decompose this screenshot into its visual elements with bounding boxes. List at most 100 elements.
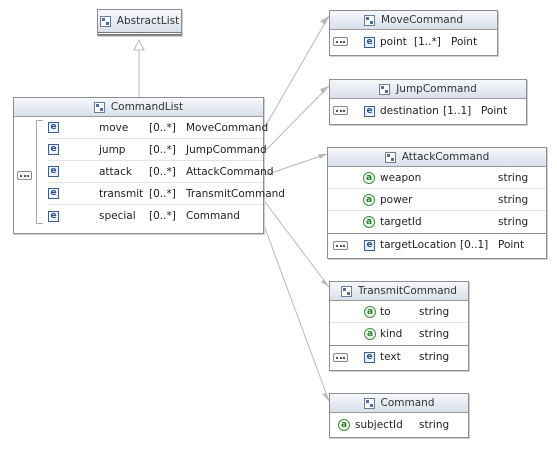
attribute-a-icon: a [363,171,375,184]
element-e-icon: e [364,36,375,48]
attribute-a-icon: a [363,216,375,228]
sequence-compositor-icon [333,106,348,115]
element-multiplicity: [0..*] [149,121,176,134]
jump-command-header[interactable]: JumpCommand [330,80,526,99]
connector-attack [261,153,328,177]
complex-type-icon [363,397,375,409]
element-e-icon: e [48,144,59,155]
attribute-type: string [498,193,529,206]
move-command-box[interactable]: MoveCommand e point [1..*] Point [329,10,498,56]
element-row-attack[interactable]: e attack [0..*] AttackCommand [48,161,274,183]
attribute-type: string [498,171,529,184]
command-box[interactable]: Command a subjectId string [329,393,469,438]
element-e-icon: e [364,351,375,363]
complex-type-icon [379,83,391,95]
element-row-special[interactable]: e special [0..*] Command [48,205,263,227]
attribute-name: power [380,193,413,206]
abstract-list-box[interactable]: AbstractList [97,9,182,36]
element-multiplicity: [0..*] [149,143,176,156]
move-command-header[interactable]: MoveCommand [330,11,497,30]
element-type: JumpCommand [186,143,267,156]
attribute-a-icon: a [364,328,376,340]
element-name: targetLocation [380,239,457,251]
jump-command-box[interactable]: JumpCommand e destination [1..1] Point [329,79,527,125]
element-type: AttackCommand [186,165,274,178]
element-type: TransmitCommand [186,187,285,200]
attribute-row-subjectid[interactable]: a subjectId string [330,413,468,436]
element-type: Command [186,210,240,222]
element-e-icon: e [48,166,59,177]
element-row-text[interactable]: e text string [330,345,468,368]
attribute-row-to[interactable]: a to string [330,301,468,323]
element-e-icon: e [48,210,59,222]
abstract-list-title: AbstractList [116,15,180,27]
attribute-type: string [419,418,450,431]
arrowhead-special [322,393,329,401]
sequence-compositor-icon [333,353,348,362]
element-row-destination[interactable]: e destination [1..1] Point [330,99,526,123]
element-type: Point [451,36,478,48]
element-multiplicity: [0..*] [149,187,176,200]
element-row-point[interactable]: e point [1..*] Point [330,30,497,54]
connector-transmit [261,197,330,288]
attribute-row-kind[interactable]: a kind string [330,323,468,345]
element-multiplicity: [0..1] [460,239,489,251]
attribute-name: targetId [380,216,422,228]
jump-command-title: JumpCommand [396,83,477,95]
complex-type-icon [363,14,375,26]
complex-type-icon [99,15,111,27]
element-multiplicity: [0..*] [149,210,176,222]
sequence-compositor-icon [333,37,348,46]
attribute-row-power[interactable]: a power string [328,189,546,211]
attribute-name: weapon [380,171,422,184]
element-e-icon: e [364,105,375,117]
attribute-row-weapon[interactable]: a weapon string [328,167,546,189]
element-name: destination [380,105,439,117]
connector-move [261,15,330,133]
arrowhead-attack [318,154,327,159]
element-type: string [419,351,450,363]
command-list-sequence [36,120,43,224]
element-row-targetlocation[interactable]: e targetLocation [0..1] Point [328,233,546,256]
attribute-type: string [498,216,529,228]
command-list-box[interactable]: CommandList e move [0..*] MoveCommand e … [13,97,285,234]
element-type: Point [481,105,508,117]
attack-command-box[interactable]: AttackCommand a weapon string a power st… [327,147,547,259]
attribute-name: subjectId [355,418,403,431]
element-multiplicity: [1..*] [414,36,441,48]
element-name: text [380,351,401,363]
attribute-row-targetid[interactable]: a targetId string [328,211,546,233]
sequence-compositor-icon[interactable] [17,171,32,180]
complex-type-icon [341,285,352,297]
arrowhead-transmit [321,279,329,287]
command-title: Command [380,397,435,409]
attribute-name: to [380,305,391,318]
transmit-command-box[interactable]: TransmitCommand a to string a kind strin… [329,281,469,371]
arrowhead-jump [320,86,329,94]
element-name: attack [99,165,132,178]
element-row-jump[interactable]: e jump [0..*] JumpCommand [48,139,267,161]
element-name: jump [99,143,126,156]
element-name: point [380,36,407,48]
element-name: special [99,210,136,222]
complex-type-icon [384,151,396,163]
command-header[interactable]: Command [330,394,468,413]
attribute-type: string [419,328,450,340]
attack-command-header[interactable]: AttackCommand [328,148,546,167]
element-name: move [99,121,129,134]
abstract-list-header[interactable]: AbstractList [98,10,181,35]
attribute-a-icon: a [338,418,350,431]
arrowhead-move [320,16,329,25]
element-type: Point [498,239,525,251]
command-list-header[interactable]: CommandList [14,98,263,117]
transmit-command-title: TransmitCommand [358,285,457,297]
connector-special [261,219,330,402]
command-list-title: CommandList [110,101,184,113]
sequence-compositor-icon [333,241,348,250]
element-row-move[interactable]: e move [0..*] MoveCommand [48,117,268,139]
attribute-a-icon: a [363,193,375,206]
transmit-command-header[interactable]: TransmitCommand [330,282,468,301]
element-type: MoveCommand [186,121,269,134]
element-row-transmit[interactable]: e transmit [0..*] TransmitCommand [48,183,285,205]
